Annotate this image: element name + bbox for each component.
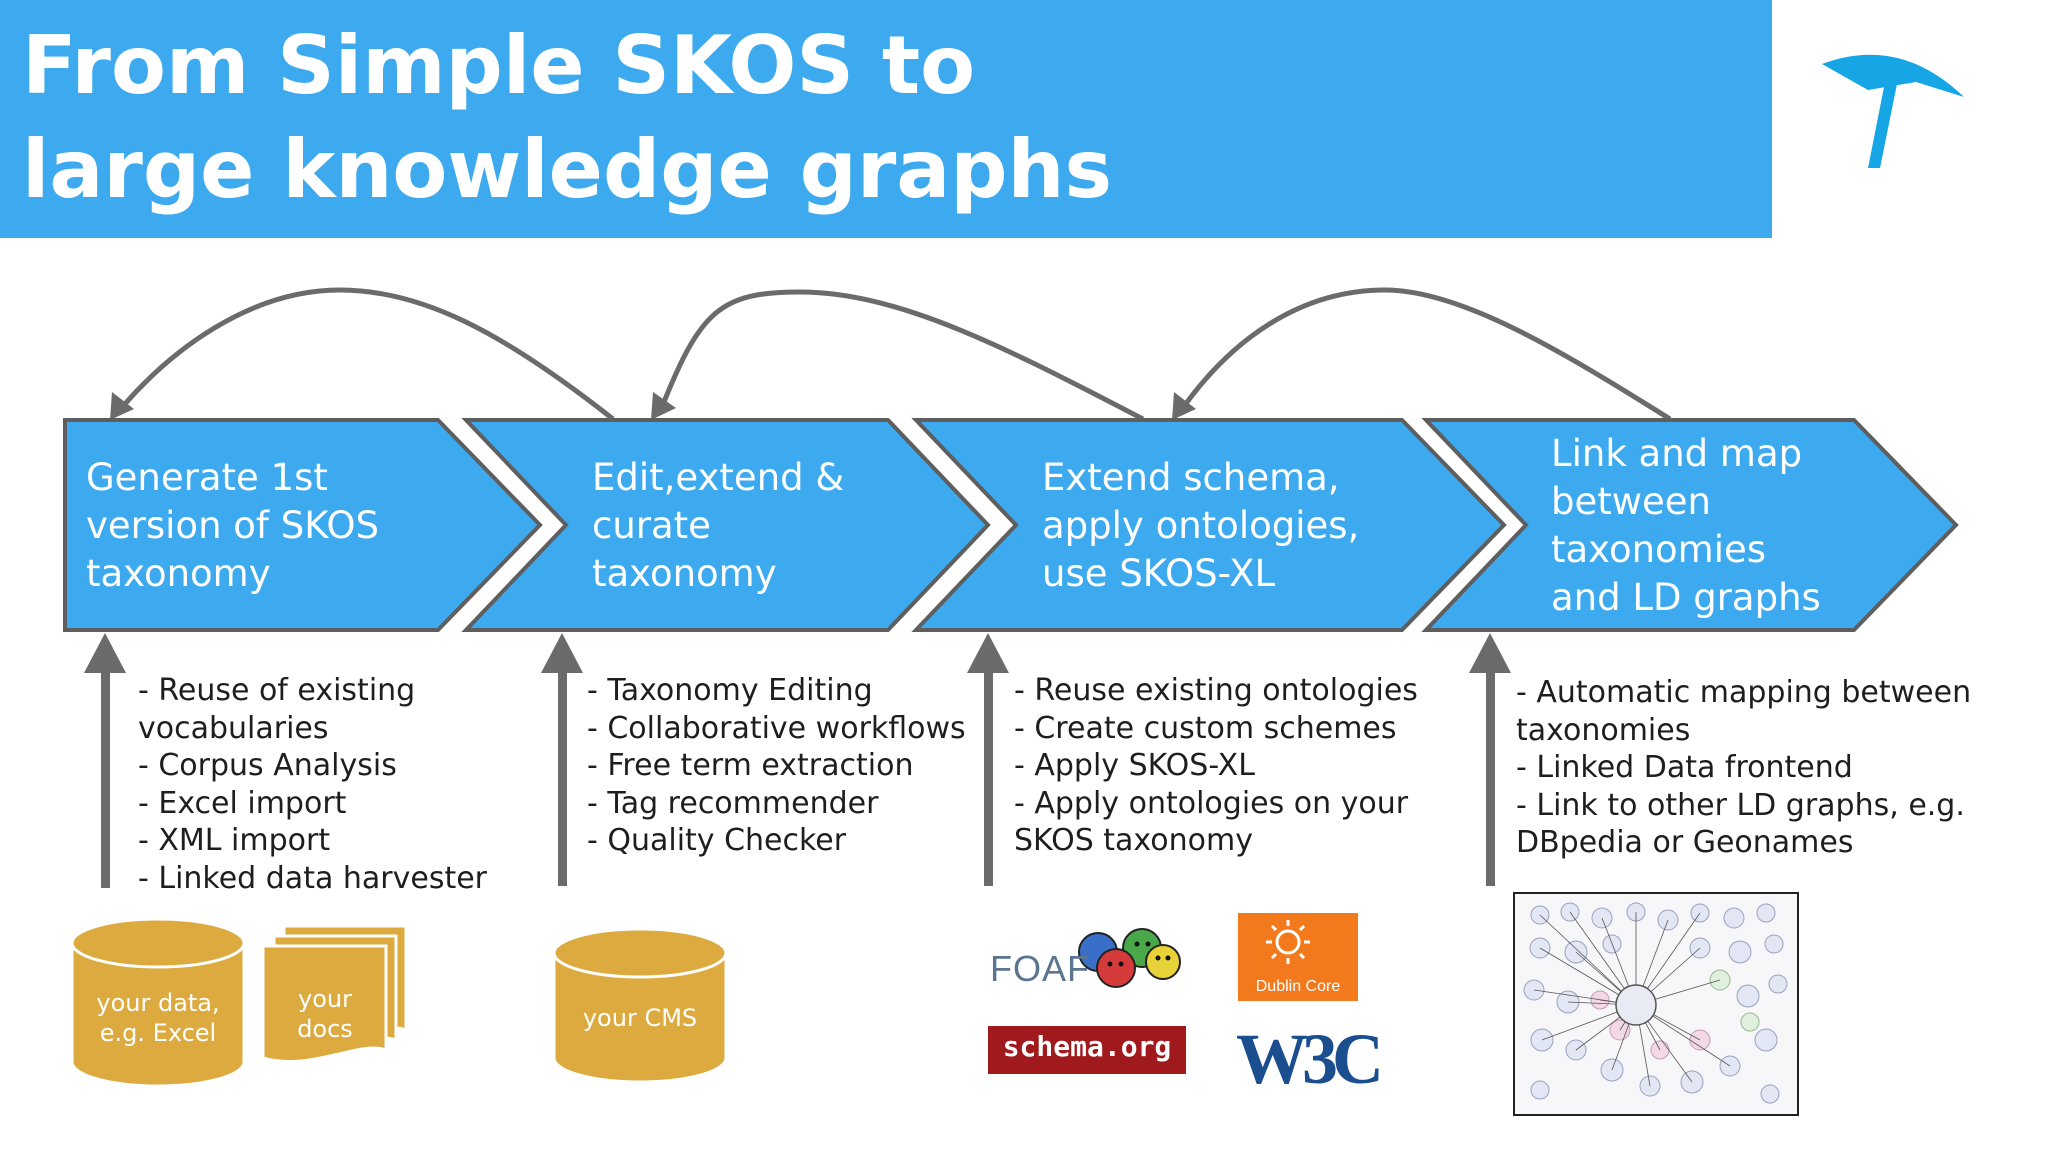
feature-item: - Corpus Analysis [138, 748, 397, 783]
step-3-label-line: use SKOS-XL [1042, 552, 1276, 595]
feature-item: vocabularies [138, 710, 329, 746]
input-arrow-1 [84, 633, 126, 888]
feature-item: - Tag recommender [587, 785, 879, 821]
cylinder-database-icon [70, 917, 246, 1088]
feature-item: - Apply ontologies on your [1014, 785, 1409, 821]
step-chevron-2 [461, 418, 991, 632]
feature-item: - Apply SKOS-XL [1014, 748, 1255, 783]
feature-item: taxonomies [1516, 712, 1691, 748]
dublin-core-logo-text: Dublin Core [1255, 978, 1341, 995]
title-banner: From Simple SKOS to large knowledge grap… [0, 0, 1772, 238]
feedback-arrow-1 [110, 287, 615, 421]
your-data-label-line: e.g. Excel [99, 1019, 217, 1047]
step-chevron-1 [63, 418, 543, 632]
slide-title-line-1: From Simple SKOS to [22, 19, 976, 112]
step-2-label-line: taxonomy [592, 552, 777, 595]
step-2-label: Edit,extend & curate taxonomy [592, 454, 844, 598]
feature-item: - Linked Data frontend [1516, 750, 1853, 785]
step-4-label-line: taxonomies [1551, 528, 1767, 571]
feature-item: - Create custom schemes [1014, 710, 1397, 746]
cylinder-cms-icon [552, 927, 728, 1084]
step-4-label-line: and LD graphs [1551, 576, 1821, 619]
slide-title-line-2: large knowledge graphs [22, 123, 1113, 216]
step-1-label-line: version of SKOS [86, 504, 380, 547]
feature-item: - Collaborative workflows [587, 710, 966, 746]
feature-item: - Link to other LD graphs, e.g. [1516, 787, 1965, 823]
feedback-arrow-2 [651, 289, 1145, 422]
feature-item: - Free term extraction [587, 748, 914, 783]
step-1-label: Generate 1st version of SKOS taxonomy [86, 454, 379, 598]
dublin-core-logo-icon [1238, 913, 1358, 1001]
feature-item: - Quality Checker [587, 823, 847, 858]
step-2-label-line: Edit,extend & [592, 456, 845, 499]
feature-item: - Linked data harvester [138, 860, 487, 896]
step-1-label-line: Generate 1st [86, 456, 328, 499]
step-4-features: - Automatic mapping between taxonomies -… [1516, 674, 1971, 862]
input-arrow-3 [967, 633, 1009, 886]
step-4-label-line: between [1551, 480, 1711, 523]
step-3-features: - Reuse existing ontologies - Create cus… [1014, 672, 1418, 860]
feature-item: - Reuse of existing [138, 673, 416, 708]
feature-item: - Reuse existing ontologies [1014, 673, 1418, 708]
step-1-features: - Reuse of existing vocabularies - Corpu… [138, 672, 487, 897]
umbrella-logo-icon [1822, 54, 1964, 168]
step-2-features: - Taxonomy Editing - Collaborative workf… [587, 672, 966, 860]
step-3-label: Extend schema, apply ontologies, use SKO… [1042, 454, 1359, 598]
your-docs-label-line: docs [297, 1015, 353, 1043]
schema-org-logo-icon [988, 1026, 1186, 1074]
foaf-logo-text: FOAF [990, 948, 1090, 989]
feature-item: SKOS taxonomy [1014, 823, 1253, 858]
step-1-label-line: taxonomy [86, 552, 271, 595]
feature-item: - Automatic mapping between [1516, 675, 1972, 710]
step-4-label: Link and map between taxonomies and LD g… [1551, 430, 1821, 622]
feedback-arrow-3 [1172, 287, 1672, 422]
your-docs-label: your docs [265, 984, 385, 1044]
feature-item: DBpedia or Geonames [1516, 825, 1854, 860]
your-docs-label-line: your [298, 985, 352, 1013]
schema-org-logo-text: schema.org [1002, 1030, 1172, 1063]
step-3-label-line: Extend schema, [1042, 456, 1340, 499]
step-4-label-line: Link and map [1551, 432, 1803, 475]
feature-item: - XML import [138, 823, 331, 858]
step-chevron-4 [1421, 418, 1959, 632]
input-arrow-4 [1469, 633, 1511, 886]
feature-item: - Taxonomy Editing [587, 673, 873, 708]
stacked-documents-icon [261, 924, 408, 1064]
feature-item: - Excel import [138, 785, 347, 821]
foaf-logo-icon [1078, 928, 1181, 988]
step-chevron-3 [911, 418, 1507, 632]
w3c-logo-text: W3C [1236, 1019, 1384, 1099]
step-2-label-line: curate [592, 504, 711, 547]
your-data-label-line: your data, [96, 989, 220, 1017]
step-3-label-line: apply ontologies, [1042, 504, 1360, 547]
your-data-label: your data, e.g. Excel [72, 988, 244, 1048]
your-cms-label: your CMS [582, 1004, 698, 1032]
linked-data-cloud-icon [1513, 892, 1799, 1116]
input-arrow-2 [541, 633, 583, 886]
